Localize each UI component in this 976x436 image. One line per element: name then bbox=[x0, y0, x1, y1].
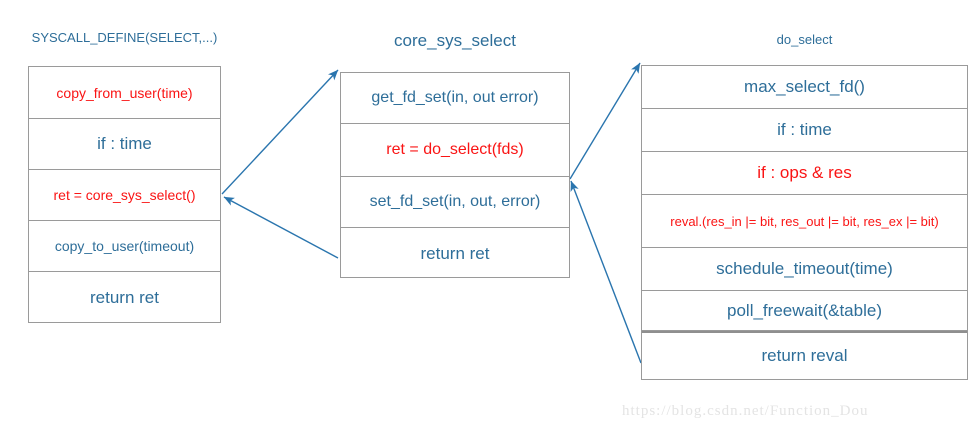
flow-row[interactable]: get_fd_set(in, out error) bbox=[341, 73, 569, 124]
connector-do-select-return-to-core-sys-select bbox=[570, 180, 642, 364]
flow-table-do-select: max_select_fd() if : time if : ops & res… bbox=[641, 65, 968, 380]
flow-row[interactable]: poll_freewait(&table) bbox=[642, 291, 967, 331]
flow-row[interactable]: set_fd_set(in, out, error) bbox=[341, 177, 569, 228]
flow-row[interactable]: max_select_fd() bbox=[642, 66, 967, 109]
flow-row[interactable]: copy_from_user(time) bbox=[29, 67, 220, 119]
flow-row[interactable]: copy_to_user(timeout) bbox=[29, 221, 220, 272]
watermark: https://blog.csdn.net/Function_Dou bbox=[622, 403, 869, 419]
column-header-syscall-define-select: SYSCALL_DEFINE(SELECT,...) bbox=[31, 30, 218, 45]
flow-row[interactable]: if : ops & res bbox=[642, 152, 967, 195]
flow-row[interactable]: if : time bbox=[29, 119, 220, 170]
flow-row[interactable]: schedule_timeout(time) bbox=[642, 248, 967, 291]
flow-table-syscall-define-select: copy_from_user(time) if : time ret = cor… bbox=[28, 66, 221, 323]
connector-core-sys-select-to-do-select-call bbox=[569, 62, 641, 180]
flow-row[interactable]: if : time bbox=[642, 109, 967, 152]
flow-row[interactable]: ret = core_sys_select() bbox=[29, 170, 220, 221]
connector-core-sys-select-return-to-syscall bbox=[223, 196, 339, 259]
flow-row[interactable]: return reval bbox=[642, 331, 967, 379]
connector-syscall-to-core-sys-select-call bbox=[221, 69, 339, 195]
flow-row[interactable]: return ret bbox=[420, 243, 490, 263]
flow-table-core-sys-select: get_fd_set(in, out error) ret = do_selec… bbox=[340, 72, 570, 278]
flow-row[interactable]: return ret bbox=[90, 288, 159, 307]
flow-row[interactable]: reval.(res_in |= bit, res_out |= bit, re… bbox=[642, 195, 967, 248]
flow-row[interactable]: ret = do_select(fds) bbox=[341, 124, 569, 177]
column-header-do-select: do_select bbox=[776, 32, 833, 47]
column-header-core-sys-select: core_sys_select bbox=[394, 31, 516, 50]
